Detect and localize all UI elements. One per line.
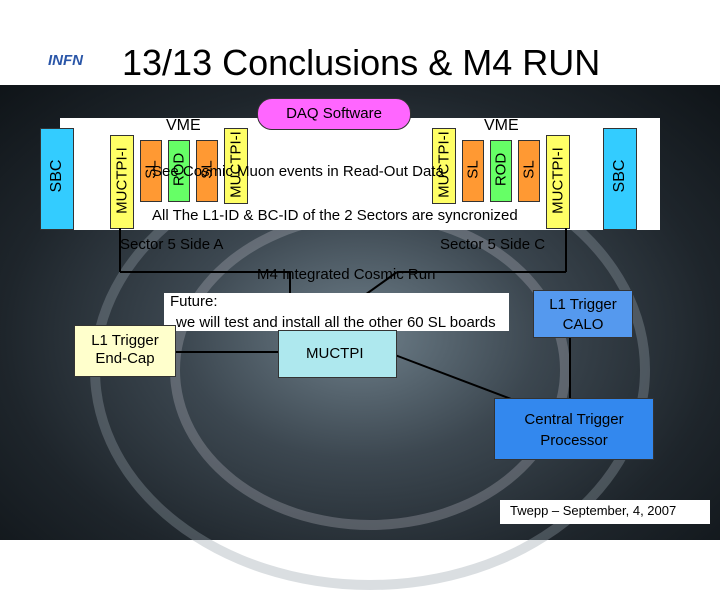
note-cosmic-muon: See Cosmic Muon events in Read-Out Data — [152, 163, 444, 180]
right-slot-muctpi: MUCTPI-I — [546, 135, 570, 229]
left-slot-muctpi: MUCTPI-I — [110, 135, 134, 229]
sector-c-label: Sector 5 Side C — [440, 236, 546, 253]
slide-title: 13/13 Conclusions & M4 RUN — [122, 42, 601, 83]
future-panel — [164, 293, 509, 331]
right-vme-label: VME — [484, 117, 519, 134]
daq-software-pill: DAQ Software — [257, 98, 411, 130]
right-slot-rod: ROD — [490, 140, 512, 202]
l1-calo-line1: L1 Trigger — [549, 296, 617, 313]
logo-mark: INFN — [48, 52, 83, 69]
right-slot-sl: SL — [462, 140, 484, 202]
m4-run-label: M4 Integrated Cosmic Run — [257, 266, 436, 283]
right-slot-sl: SL — [518, 140, 540, 202]
left-slot-muctpi: MUCTPI-I — [224, 128, 248, 204]
future-line2: we will test and install all the other 6… — [176, 314, 496, 331]
note-syncronized: All The L1-ID & BC-ID of the 2 Sectors a… — [152, 207, 518, 224]
footer-text: Twepp – September, 4, 2007 — [510, 503, 677, 518]
l1-endcap-line2: End-Cap — [95, 350, 155, 367]
ctp-line2: Processor — [540, 432, 608, 449]
future-line1: Future: — [170, 293, 218, 310]
left-slot-rod: ROD — [168, 140, 190, 202]
left-vme-label: VME — [166, 117, 201, 134]
right-sbc: SBC — [603, 128, 637, 230]
ctp-line1: Central Trigger — [524, 411, 624, 428]
l1-endcap-box: L1 Trigger End-Cap — [74, 325, 176, 377]
ctp-box: Central Trigger Processor — [494, 398, 654, 460]
l1-calo-box: L1 Trigger CALO — [533, 290, 633, 338]
right-slot-muctpi: MUCTPI-I — [432, 128, 456, 204]
connector-lines — [119, 228, 571, 411]
left-slot-sl: SL — [140, 140, 162, 202]
left-slot-sl: SL — [196, 140, 218, 202]
infn-logo: INFN — [48, 46, 114, 92]
footer-panel — [500, 500, 710, 524]
muctpi-box: MUCTPI — [278, 330, 397, 378]
l1-calo-line2: CALO — [562, 316, 604, 333]
left-sbc: SBC — [40, 128, 74, 230]
l1-endcap-line1: L1 Trigger — [91, 332, 159, 349]
sector-a-label: Sector 5 Side A — [120, 236, 224, 253]
muctpi-label: MUCTPI — [306, 345, 364, 362]
